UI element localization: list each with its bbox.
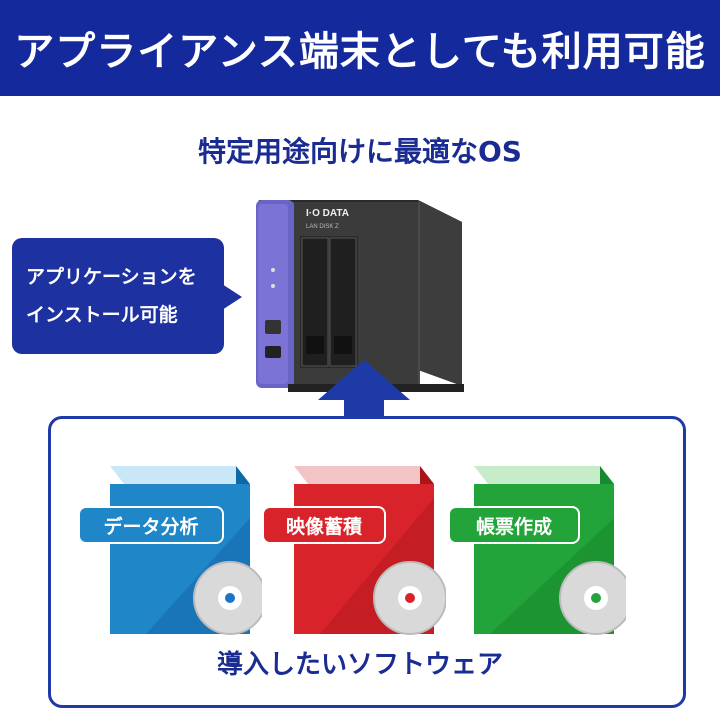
software-caption: 導入したいソフトウェア (216, 650, 503, 680)
bubble-tail (222, 284, 242, 310)
install-speech-bubble: アプリケーションを インストール可能 (12, 238, 224, 354)
banner-title: アプライアンス端末としても利用可能 (14, 29, 706, 75)
label-video-storage: 映像蓄積 (262, 506, 386, 544)
software-box-video-storage (294, 466, 446, 635)
label-data-analysis: データ分析 (78, 506, 224, 544)
software-box-data-analysis (110, 466, 262, 635)
software-box-form-creation (474, 466, 626, 635)
os-subtitle: 特定用途向けに最適なOS (198, 135, 522, 168)
bubble-line-2: インストール可能 (26, 304, 178, 326)
bubble-line-1: アプリケーションを (26, 266, 197, 288)
up-arrow-icon (318, 360, 410, 444)
device-model: LAN DISK Z (306, 224, 339, 230)
device-brand: I·O DATA (306, 208, 349, 219)
nas-device-image: I·O DATA LAN DISK Z (256, 200, 464, 392)
header-banner: アプライアンス端末としても利用可能 (0, 0, 720, 96)
label-form-creation: 帳票作成 (448, 506, 580, 544)
